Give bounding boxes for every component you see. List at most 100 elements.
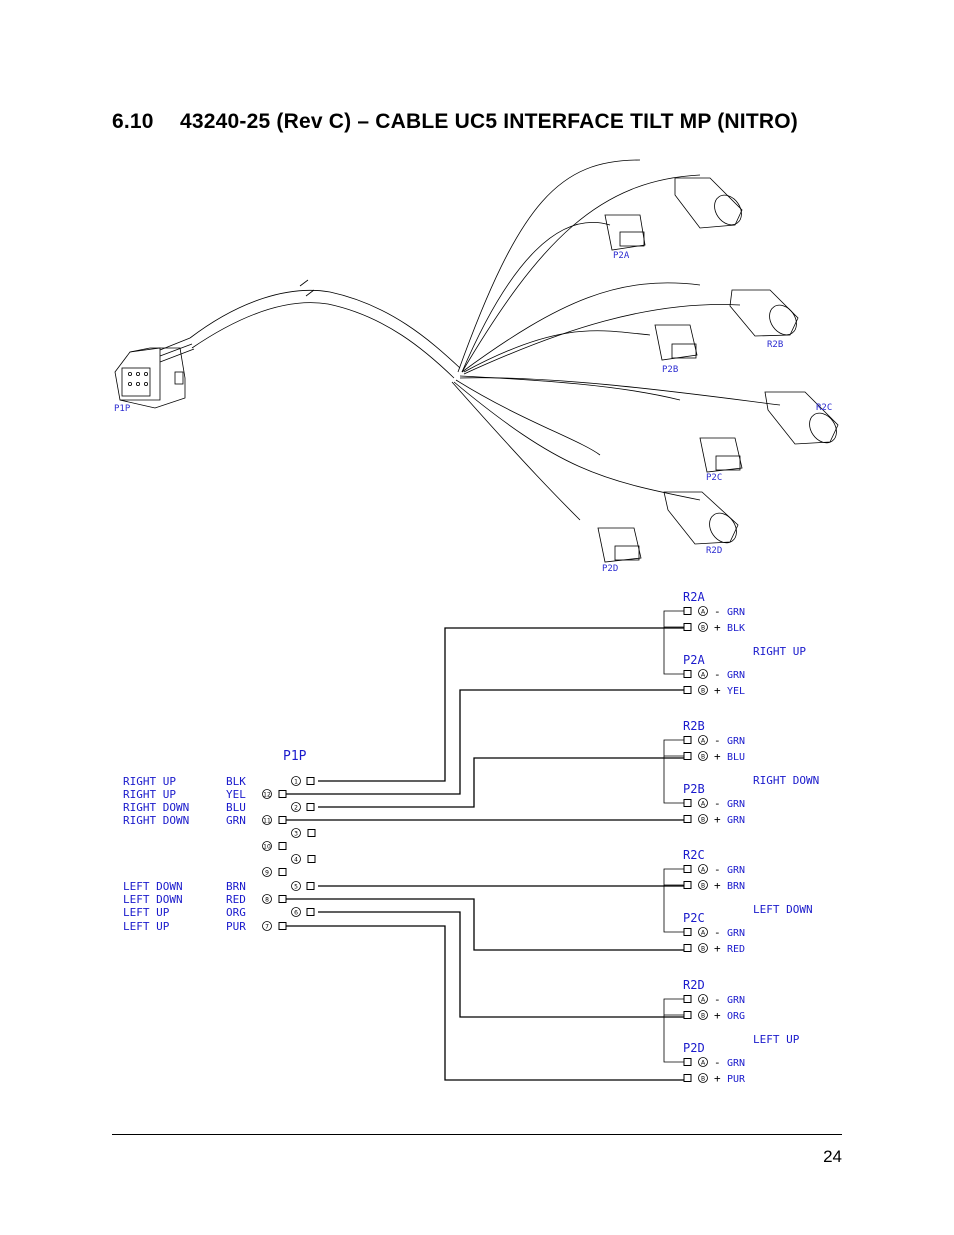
plug-pin-sign: + [714,684,721,697]
receptacle-pin-letter: B [701,754,705,761]
p1p-row-function: RIGHT DOWN [123,814,189,827]
p1p-pin-circle [291,776,301,786]
p1p-unused-pin-circle [291,828,301,838]
receptacle-pin-sign: + [714,750,721,763]
p1p-unused-terminal [307,829,316,837]
function-label: RIGHT DOWN [753,774,819,787]
section-number: 6.10 [112,110,154,133]
receptacle-pin-color: GRN [727,995,745,1006]
section-title: 43240-25 (Rev C) – CABLE UC5 INTERFACE T… [180,110,798,133]
p1p-pin-circle [262,921,272,931]
p1p-row-color: PUR [226,920,246,933]
plug-pin-letter: A [701,672,706,679]
receptacle-pin-circle [698,1010,708,1020]
receptacle-pin-circle [698,735,708,745]
plug-pin-color: GRN [727,815,745,826]
receptacle-pin-sign: - [714,863,721,876]
receptacle-pin-color: BLU [727,752,745,763]
plug-pin-letter: B [701,1076,705,1083]
p2d-label: P2D [602,564,618,574]
receptacle-bracket [663,610,684,628]
plug-pin-circle [698,814,708,824]
receptacle-pin-letter: A [701,997,706,1004]
plug-terminal [683,815,692,823]
receptacle-bracket [663,868,684,886]
p1p-row-color: YEL [226,788,246,801]
receptacle-bracket [663,998,684,1016]
p1p-row-color: RED [226,893,246,906]
receptacle-pin-color: GRN [727,865,745,876]
plug-pin-circle [698,1073,708,1083]
plug-pin-circle [698,798,708,808]
plug-pin-sign: + [714,813,721,826]
p1p-unused-pin-number: 4 [294,857,298,864]
p1p-connector [114,337,195,409]
p1p-row-function: LEFT DOWN [123,880,183,893]
plug-pin-sign: + [714,1072,721,1085]
plug-pin-letter: A [701,930,706,937]
plug-terminal [683,1074,692,1082]
plug-terminal [683,1058,692,1066]
p1p-schematic-title: P1P [283,749,307,764]
receptacle-terminal [683,881,692,889]
p1p-pin-number: 8 [265,897,269,904]
p2d-r2d-connectors: P2D R2D [597,491,739,574]
schematic-wire [318,911,684,1018]
receptacle-terminal [683,752,692,760]
receptacle-pin-letter: A [701,867,706,874]
receptacle-terminal [683,736,692,744]
plug-pin-color: GRN [727,1058,745,1069]
receptacle-terminal [683,607,692,615]
plug-pin-color: YEL [727,686,745,697]
p1p-unused-pin-number: 10 [263,844,271,851]
receptacle-pin-circle [698,994,708,1004]
plug-pin-color: GRN [727,670,745,681]
plug-pin-circle [698,927,708,937]
receptacle-pin-color: BRN [727,881,745,892]
p1p-terminal [306,882,315,890]
p1p-unused-terminal [278,842,287,850]
plug-terminal [683,944,692,952]
p1p-terminal [306,908,315,916]
p1p-row-color: BLU [226,801,246,814]
p1p-pin-circle [291,802,301,812]
schematic-wire [318,627,684,782]
plug-label: P2A [683,653,705,667]
receptacle-pin-color: GRN [727,736,745,747]
plug-terminal [683,686,692,694]
harness-trunk [189,279,461,379]
receptacle-pin-letter: B [701,625,705,632]
p1p-pin-circle [262,815,272,825]
plug-pin-sign: - [714,926,721,939]
receptacle-terminal [683,865,692,873]
plug-label: P2B [683,782,705,796]
harness-breakout-wires [451,159,781,521]
plug-pin-letter: B [701,817,705,824]
receptacle-pin-sign: - [714,734,721,747]
plug-bracket [663,756,684,804]
page-number: 24 [823,1147,842,1166]
plug-pin-sign: - [714,797,721,810]
page-title: 6.10 43240-25 (Rev C) – CABLE UC5 INTERFA… [112,110,798,134]
plug-pin-circle [698,1057,708,1067]
receptacle-pin-circle [698,864,708,874]
p1p-terminal [278,790,287,798]
receptacle-pin-letter: B [701,1013,705,1020]
r2d-label: R2D [706,546,722,556]
p1p-row-function: LEFT UP [123,906,170,919]
p1p-row-function: RIGHT UP [123,775,176,788]
function-label: RIGHT UP [753,645,806,658]
plug-pin-circle [698,669,708,679]
receptacle-bracket [663,739,684,757]
p1p-unused-pin-circle [262,867,272,877]
plug-terminal [683,928,692,936]
p1p-terminal [306,803,315,811]
r2c-label: R2C [816,403,832,413]
p2a-label: P2A [613,251,630,261]
plug-label: P2D [683,1041,705,1055]
receptacle-pin-circle [698,880,708,890]
receptacle-label: R2A [683,590,705,604]
p1p-row-color: ORG [226,906,246,919]
receptacle-pin-sign: + [714,621,721,634]
